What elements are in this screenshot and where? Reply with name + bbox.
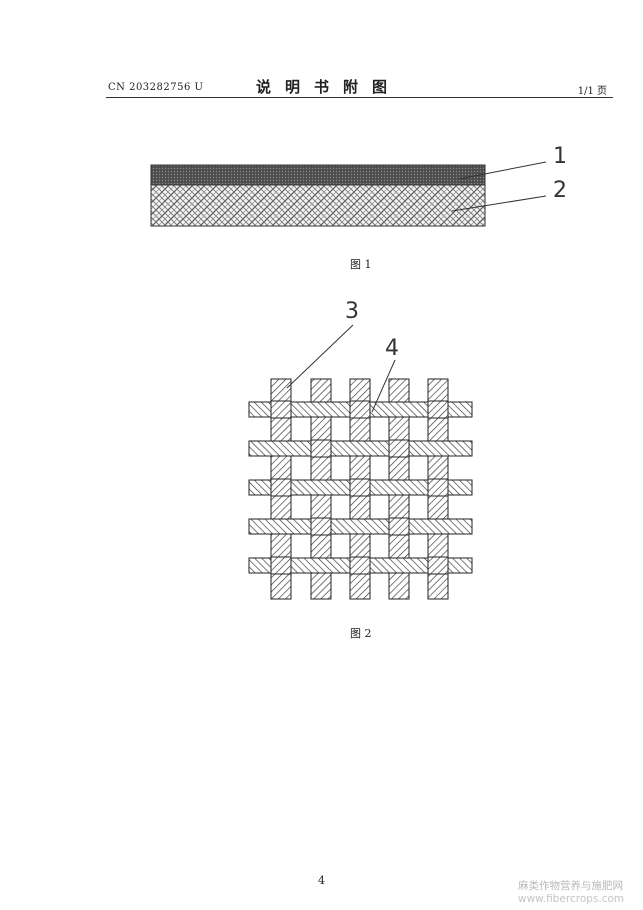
horizontal-strip xyxy=(248,518,473,535)
publication-number: CN 203282756 U xyxy=(108,82,204,93)
crossing-over xyxy=(349,400,371,419)
figure-2-caption: 图 2 xyxy=(350,627,372,640)
label-3: 3 xyxy=(345,299,359,324)
label-1: 1 xyxy=(553,144,567,169)
crossing-over xyxy=(270,556,292,575)
label-4: 4 xyxy=(385,336,399,361)
crossing-over xyxy=(310,517,332,536)
leader-line-1 xyxy=(458,161,547,180)
page-header: CN 203282756 U 说明书附图 1/1 页 xyxy=(0,0,643,100)
layer-2-weave xyxy=(150,184,486,227)
crossing-over xyxy=(349,478,371,497)
figure-1-diagram: 1 2 xyxy=(150,144,567,227)
figure-1-caption: 图 1 xyxy=(350,258,372,271)
leader-line-4 xyxy=(371,359,396,413)
leader-line-2 xyxy=(451,195,547,212)
crossing-over xyxy=(388,517,410,536)
crossing-over xyxy=(388,439,410,458)
horizontal-strip xyxy=(248,440,473,457)
watermark-text: 麻类作物营养与施肥网 xyxy=(518,880,623,892)
label-2: 2 xyxy=(553,178,567,203)
layer-1-top xyxy=(150,164,486,186)
page-title: 说明书附图 xyxy=(255,78,401,96)
page-number: 4 xyxy=(318,874,325,887)
leader-line-3 xyxy=(286,324,354,389)
crossing-over xyxy=(427,478,449,497)
figure-2-diagram xyxy=(248,378,473,600)
header-rule xyxy=(106,97,613,98)
crossing-over xyxy=(270,400,292,419)
watermark-url: www.fibercrops.com xyxy=(518,893,625,905)
crossing-over xyxy=(270,478,292,497)
page-count: 1/1 页 xyxy=(577,86,607,97)
crossing-over xyxy=(310,439,332,458)
crossing-over xyxy=(427,400,449,419)
crossing-over xyxy=(427,556,449,575)
crossing-over xyxy=(349,556,371,575)
